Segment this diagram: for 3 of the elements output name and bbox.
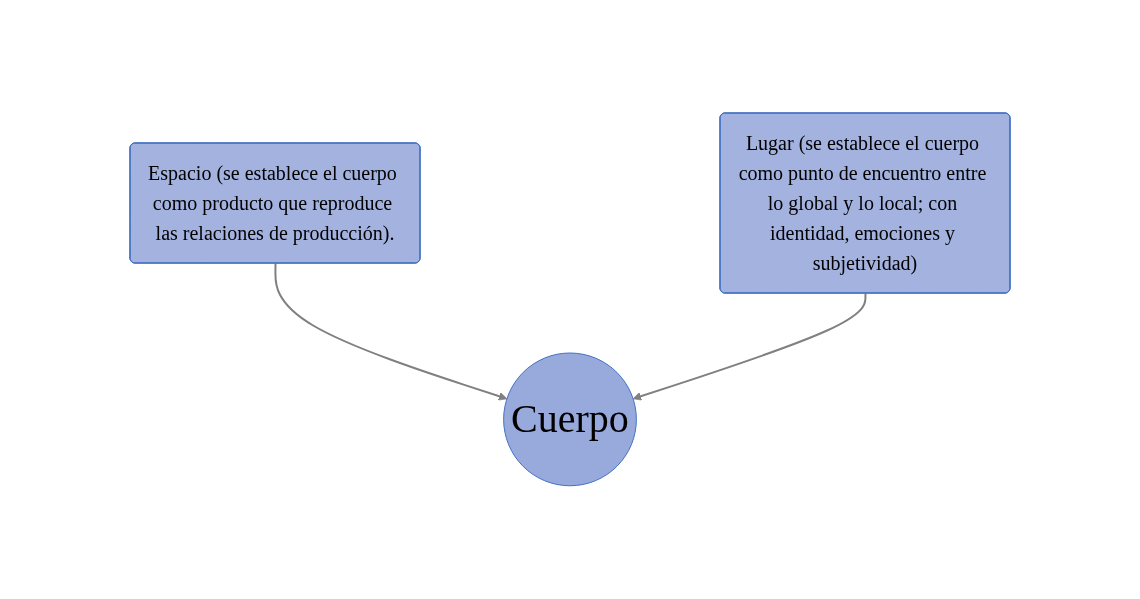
node-circle: Cuerpo xyxy=(503,352,637,487)
arrow xyxy=(274,262,508,401)
arrow xyxy=(632,292,867,401)
